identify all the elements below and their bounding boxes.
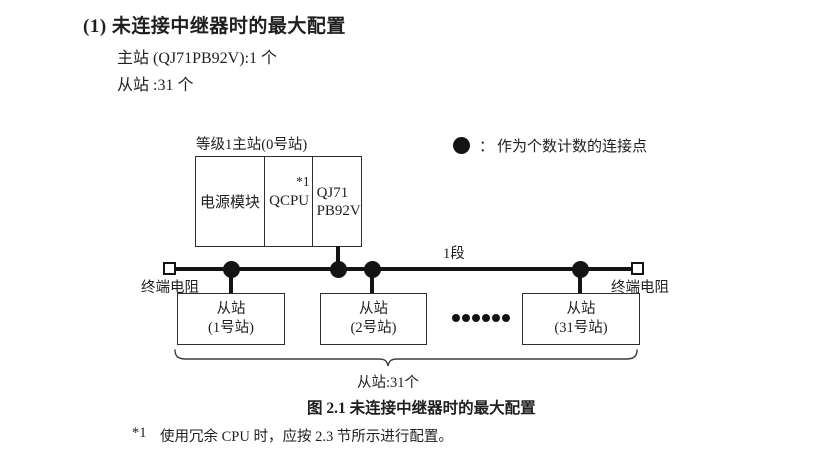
master-count-line: 主站 (QJ71PB92V):1 个 <box>117 50 278 67</box>
master-drop-line <box>336 246 340 269</box>
slave31-drop-line <box>578 270 582 294</box>
pb92v-line2: PB92V <box>316 202 361 219</box>
bus-line <box>168 267 640 271</box>
slave-count-line: 从站 :31 个 <box>117 77 194 94</box>
power-module-cell: 电源模块 <box>196 157 266 246</box>
left-terminator-icon <box>163 262 176 275</box>
slave31-line2: (31号站) <box>554 320 608 336</box>
left-terminator-label: 终端电阻 <box>141 280 199 296</box>
slave31-line1: 从站 <box>566 301 596 317</box>
slave-group-brace <box>174 349 638 367</box>
slave31-box: 从站 (31号站) <box>522 293 640 345</box>
qcpu-text: QCPU <box>269 193 310 209</box>
slave2-line1: 从站 <box>359 301 388 317</box>
master-station-box: 电源模块 *1 QCPU QJ71 PB92V <box>195 156 362 247</box>
slave2-box: 从站 (2号站) <box>320 293 427 345</box>
legend-text: 作为个数计数的连接点 <box>497 139 648 155</box>
ellipsis-dots <box>452 314 510 322</box>
slave1-line1: 从站 <box>216 301 246 317</box>
footnote-ref-mark: *1 <box>296 174 310 189</box>
power-module-text: 电源模块 <box>200 195 261 211</box>
pb92v-cell: QJ71 PB92V <box>313 157 361 246</box>
pb92v-line1: QJ71 <box>316 184 349 201</box>
slave1-box: 从站 (1号站) <box>177 293 285 345</box>
slave2-line2: (2号站) <box>350 320 397 336</box>
slave2-drop-line <box>370 270 374 294</box>
right-terminator-label: 终端电阻 <box>611 280 669 296</box>
connection-dot <box>330 261 347 278</box>
segment-label: 1段 <box>443 246 465 262</box>
footnote-mark: *1 <box>132 425 147 441</box>
slave1-drop-line <box>229 270 233 294</box>
connection-dot <box>364 261 381 278</box>
legend-colon: ： <box>479 139 495 155</box>
slave1-line2: (1号站) <box>208 320 254 336</box>
master-station-label: 等级1主站(0号站) <box>196 137 308 153</box>
connection-dot <box>572 261 589 278</box>
figure-caption: 图 2.1 未连接中继器时的最大配置 <box>307 400 536 417</box>
right-terminator-icon <box>631 262 644 275</box>
section-heading: (1) 未连接中继器时的最大配置 <box>83 16 346 37</box>
legend-connection-dot-icon <box>453 137 470 154</box>
connection-dot <box>223 261 240 278</box>
qcpu-cell: *1 QCPU <box>265 157 313 246</box>
footnote-text: 使用冗余 CPU 时，应按 2.3 节所示进行配置。 <box>160 429 453 445</box>
slave-total-label: 从站:31个 <box>357 375 420 391</box>
